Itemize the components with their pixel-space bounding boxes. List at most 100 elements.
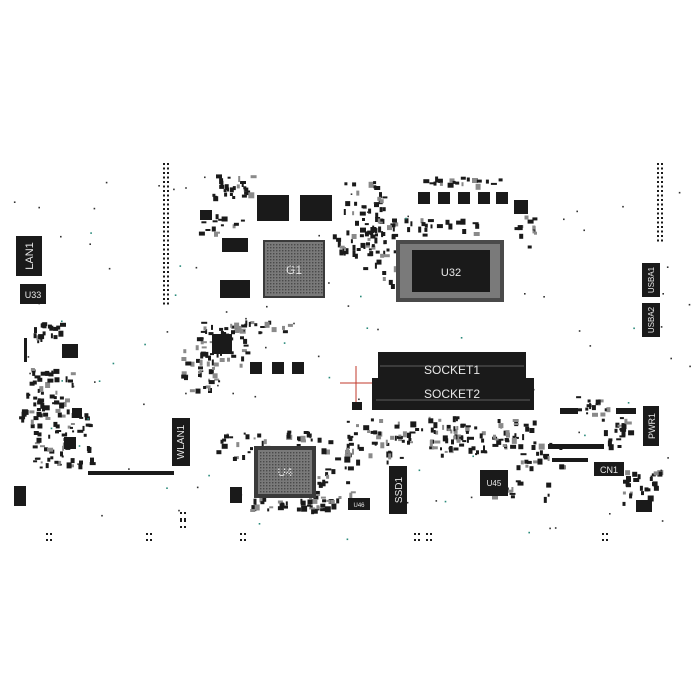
smd-pad — [266, 305, 268, 308]
smd-pad — [299, 485, 301, 487]
smd-pad — [318, 262, 320, 264]
smd-pad — [45, 417, 51, 420]
right-part-b — [560, 408, 578, 414]
smd-pad — [291, 250, 293, 252]
smd-pad — [216, 353, 219, 358]
smd-pad — [661, 221, 663, 224]
smd-pad — [368, 208, 372, 214]
smd-pad — [321, 256, 323, 258]
smd-pad — [386, 248, 390, 252]
smd-pad — [273, 286, 275, 288]
smd-pad — [276, 256, 278, 258]
smd-pad — [229, 193, 233, 196]
smd-pad — [647, 495, 654, 502]
smd-pad — [200, 351, 206, 357]
smd-pad — [285, 253, 287, 255]
smd-pad — [60, 414, 66, 418]
smd-pad — [288, 259, 290, 261]
right-part-c — [636, 500, 652, 512]
smd-pad — [60, 322, 66, 327]
smd-pad — [40, 445, 45, 448]
smd-pad — [523, 423, 529, 427]
smd-pad — [33, 460, 38, 463]
right-strip-a — [548, 444, 604, 449]
smd-pad — [325, 468, 332, 471]
smd-pad — [455, 418, 458, 422]
smd-pad — [282, 259, 284, 261]
smd-pad — [321, 482, 326, 487]
smd-pad — [291, 286, 293, 288]
smd-pad — [661, 190, 663, 192]
smd-pad — [447, 182, 454, 188]
smd-pad — [661, 230, 663, 233]
smd-pad — [303, 271, 305, 273]
smd-pad — [163, 163, 165, 165]
smd-pad — [383, 254, 390, 258]
smd-pad — [302, 464, 304, 466]
smd-pad — [37, 413, 40, 417]
smd-pad — [267, 283, 269, 285]
smd-pad — [500, 424, 503, 429]
smd-pad — [315, 244, 317, 246]
smd-pad — [657, 190, 659, 192]
smd-pad — [198, 374, 200, 377]
smd-pad — [321, 268, 323, 270]
smd-pad — [402, 431, 407, 438]
smd-pad — [326, 499, 331, 502]
smd-pad — [296, 464, 298, 466]
bottom-left-part — [14, 486, 26, 506]
smd-pad — [60, 235, 62, 238]
smd-pad — [294, 247, 296, 249]
smd-pad — [196, 358, 200, 363]
smd-pad — [208, 474, 210, 477]
smd-pad — [263, 458, 265, 460]
smd-pad — [236, 442, 240, 448]
smd-pad — [445, 219, 450, 225]
smd-pad — [444, 500, 447, 503]
smd-pad — [181, 371, 187, 377]
smd-pad — [418, 226, 422, 233]
smd-pad — [312, 253, 314, 255]
smd-pad — [42, 405, 45, 412]
smd-pad — [163, 248, 165, 251]
smd-pad — [202, 341, 207, 344]
smd-pad — [320, 496, 326, 499]
smd-pad — [404, 218, 409, 224]
smd-pad — [263, 491, 265, 493]
smd-pad — [532, 217, 538, 221]
smd-pad — [315, 253, 317, 255]
smd-pad — [212, 193, 216, 197]
smd-pad — [537, 458, 543, 465]
smd-pad — [299, 458, 301, 460]
smd-pad — [546, 482, 552, 488]
smd-pad — [232, 457, 237, 461]
smd-pad — [244, 187, 249, 192]
smd-pad — [621, 431, 626, 436]
smd-pad — [300, 274, 302, 276]
smd-pad — [288, 250, 290, 252]
smd-pad — [305, 461, 307, 463]
smd-pad — [309, 247, 311, 249]
smd-pad — [272, 458, 274, 460]
smd-pad — [364, 231, 369, 237]
smd-pad — [40, 338, 43, 342]
smd-pad — [328, 440, 334, 445]
smd-pad — [185, 187, 187, 189]
smd-pad — [263, 482, 265, 484]
smd-pad — [368, 248, 372, 251]
smd-pad — [269, 476, 271, 478]
smd-pad — [351, 234, 357, 239]
smd-pad — [505, 430, 510, 437]
smd-pad — [543, 453, 550, 458]
smd-pad — [173, 188, 175, 191]
smd-pad — [167, 275, 169, 278]
smd-pad — [296, 491, 298, 493]
smd-pad — [625, 421, 632, 425]
smd-pad — [90, 232, 92, 234]
smd-pad — [269, 488, 271, 490]
smd-pad — [418, 533, 420, 535]
smd-pad — [180, 512, 182, 514]
smd-pad — [245, 320, 248, 326]
smd-pad — [163, 298, 165, 300]
smd-pad — [657, 194, 659, 197]
